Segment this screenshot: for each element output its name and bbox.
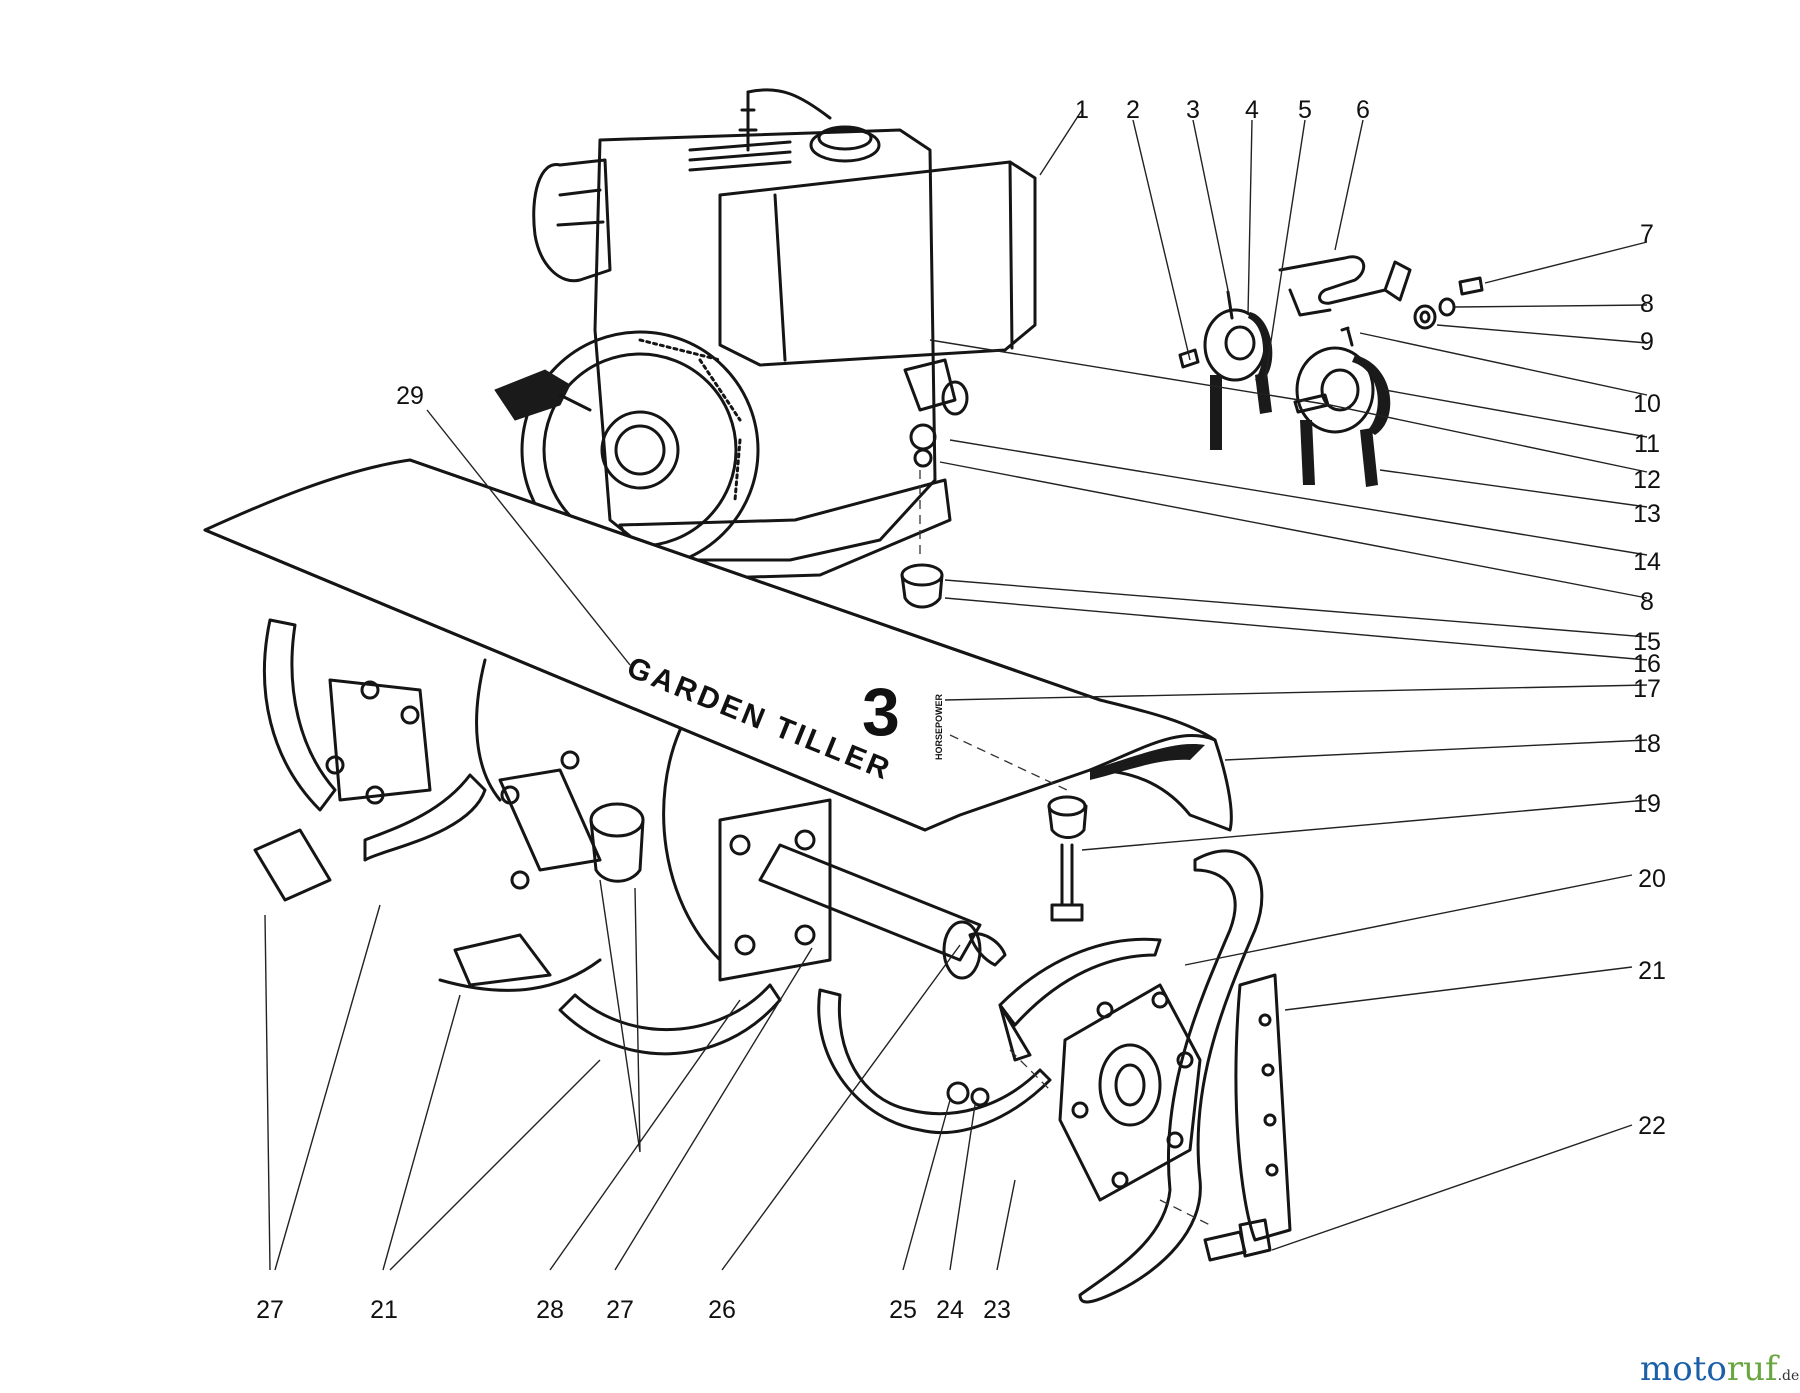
watermark-suffix: .de xyxy=(1778,1368,1800,1384)
hood-shield: GARDEN TILLER 3 HORSEPOWER xyxy=(203,458,1233,922)
callout-c10: 10 xyxy=(1633,390,1661,418)
hood-hp-word: HORSEPOWER xyxy=(934,693,944,760)
engine xyxy=(494,88,1037,609)
left-tine-assembly xyxy=(253,618,1052,1135)
callout-c3: 3 xyxy=(1186,96,1200,124)
callout-c25: 25 xyxy=(889,1296,917,1324)
callout-c17: 17 xyxy=(1633,675,1661,703)
callout-c29: 29 xyxy=(396,382,424,410)
callout-c19: 19 xyxy=(1633,790,1661,818)
callout-c28: 28 xyxy=(536,1296,564,1324)
callout-c27b: 27 xyxy=(606,1296,634,1324)
watermark-part1: moto xyxy=(1640,1349,1727,1389)
callout-c4: 4 xyxy=(1245,96,1259,124)
callout-c8b: 8 xyxy=(1640,588,1654,616)
callout-c21b: 21 xyxy=(370,1296,398,1324)
watermark: motoruf.de xyxy=(1640,1349,1799,1389)
callout-c18: 18 xyxy=(1633,730,1661,758)
callout-c27a: 27 xyxy=(256,1296,284,1324)
callout-c15: 15 xyxy=(1633,628,1661,656)
callout-c8a: 8 xyxy=(1640,290,1654,318)
callout-c26: 26 xyxy=(708,1296,736,1324)
callout-c16: 16 xyxy=(1633,650,1661,678)
callout-c23: 23 xyxy=(983,1296,1011,1324)
pulley-belt-assembly xyxy=(1178,255,1484,487)
callout-c14: 14 xyxy=(1633,548,1661,576)
callout-c12: 12 xyxy=(1633,466,1661,494)
callout-c24: 24 xyxy=(936,1296,964,1324)
leader-lines xyxy=(264,109,1648,1271)
callout-c9: 9 xyxy=(1640,328,1654,356)
callout-c22: 22 xyxy=(1638,1112,1666,1140)
callout-c13: 13 xyxy=(1633,500,1661,528)
right-tine-assembly xyxy=(998,849,1292,1304)
callout-c6: 6 xyxy=(1356,96,1370,124)
watermark-part2: ruf xyxy=(1727,1349,1780,1389)
callout-c20: 20 xyxy=(1638,865,1666,893)
callout-c21r: 21 xyxy=(1638,957,1666,985)
callout-c7: 7 xyxy=(1640,220,1654,248)
hood-hp-number: 3 xyxy=(862,674,900,750)
callout-c1: 1 xyxy=(1075,96,1089,124)
callout-c2: 2 xyxy=(1126,96,1140,124)
callout-c5: 5 xyxy=(1298,96,1312,124)
callout-c11: 11 xyxy=(1634,430,1660,458)
